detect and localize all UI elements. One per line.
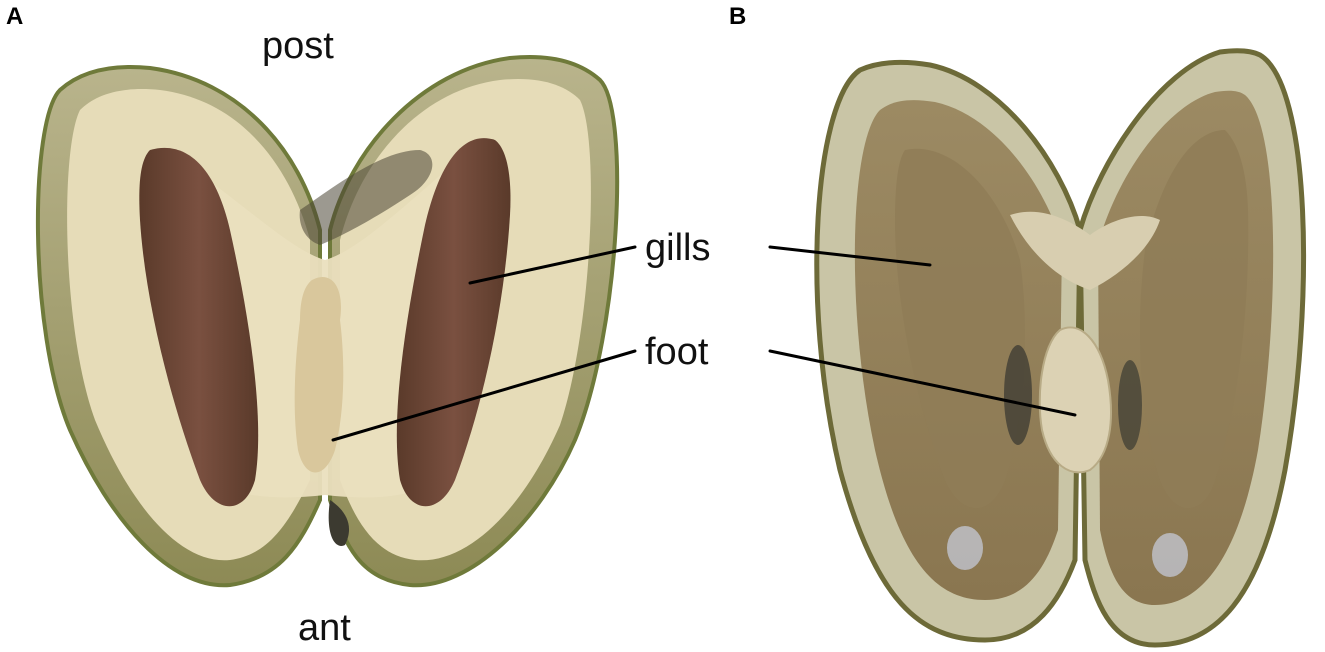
panel-a-anterior-label: ant bbox=[298, 607, 351, 649]
panel-a-foot bbox=[294, 276, 344, 473]
panel-a-gills-leader bbox=[468, 245, 637, 285]
gills-label: gills bbox=[645, 227, 710, 269]
panel-b bbox=[768, 48, 1307, 648]
panel-b-gills-leader bbox=[768, 245, 932, 267]
panel-a-bottom-shadow-left bbox=[328, 500, 350, 546]
panel-a-posterior-label: post bbox=[262, 25, 334, 67]
panel-a-foot-leader bbox=[331, 349, 637, 442]
panel-b-highlight-right bbox=[1152, 533, 1188, 577]
panel-b-pigment-left bbox=[1004, 345, 1032, 445]
panel-b-foot-leader bbox=[768, 349, 1077, 417]
panel-b-letter: B bbox=[729, 3, 746, 30]
foot-label: foot bbox=[645, 331, 709, 373]
panel-a-letter: A bbox=[6, 3, 23, 30]
panel-b-highlight-left bbox=[947, 526, 983, 570]
panel-b-pigment-right bbox=[1118, 360, 1142, 450]
panel-a bbox=[35, 55, 637, 588]
panel-b-central-tissue bbox=[1010, 211, 1160, 290]
panel-b-foot bbox=[1038, 326, 1112, 474]
panel-a-hinge-tissue bbox=[299, 150, 433, 245]
panel-a-left-gill bbox=[139, 147, 259, 507]
panel-b-right-gill bbox=[1140, 130, 1249, 509]
panel-b-left-gill bbox=[895, 148, 1025, 509]
